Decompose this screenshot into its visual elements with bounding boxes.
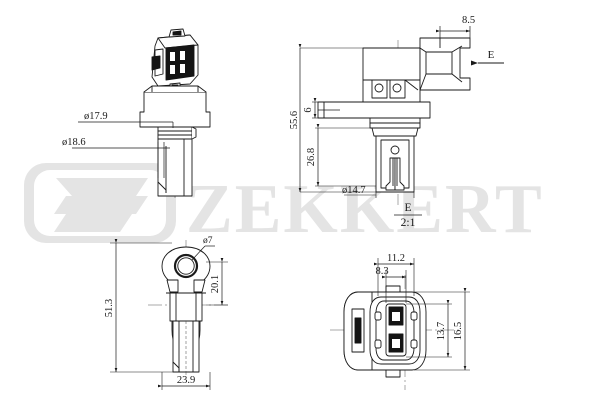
dimension-18-6: ø18.6 [62, 137, 170, 178]
dimension-7: ø7 [191, 236, 215, 261]
dimension-label-8-3: 8.3 [375, 266, 388, 277]
scale-note: E 2:1 [394, 202, 422, 229]
dimension-label-51-3: 51.3 [104, 299, 115, 317]
dimension-label-7: ø7 [203, 236, 213, 246]
view-plan-bracket: ø7 51.3 20.1 23.9 [104, 236, 228, 390]
dimension-label-26-8: 26.8 [306, 148, 317, 166]
dimension-label-13-7: 13.7 [436, 322, 447, 340]
view-side-section: 8.5 55.6 6 26.8 ø14.7 [289, 15, 504, 229]
dimension-label-18-6: ø18.6 [62, 137, 86, 148]
view-arrow-E: E [471, 49, 504, 66]
dimension-8-3: 8.3 [375, 266, 407, 303]
dimension-8-5: 8.5 [435, 15, 475, 38]
view-front-elevation: ø17.9 ø18.6 [62, 28, 211, 200]
dimension-14-7: ø14.7 [342, 185, 415, 198]
dimension-13-7: 13.7 [406, 299, 452, 358]
dimension-label-55-6: 55.6 [289, 111, 300, 129]
scale-note-ratio: 2:1 [401, 217, 416, 229]
dimension-26-8: 26.8 [306, 123, 376, 187]
dimension-label-8-5: 8.5 [462, 15, 475, 26]
connector-housing-3d [151, 28, 199, 91]
dimension-label-23-9: 23.9 [177, 375, 195, 386]
dimension-label-17-9: ø17.9 [84, 111, 108, 122]
dimension-17-9: ø17.9 [78, 111, 174, 128]
dimension-label-14-7: ø14.7 [342, 185, 366, 196]
dimension-23-9: 23.9 [157, 372, 211, 390]
dimension-label-11-2: 11.2 [387, 253, 405, 264]
dimension-label-20-1: 20.1 [210, 275, 221, 293]
dimension-55-6: 55.6 [289, 43, 376, 193]
dimension-20-1: 20.1 [206, 257, 228, 306]
dimension-label-16-5: 16.5 [453, 322, 464, 340]
dimension-16-5: 16.5 [414, 287, 470, 371]
dimension-11-2: 11.2 [373, 253, 415, 296]
dimension-51-3: 51.3 [104, 238, 173, 373]
scale-note-letter: E [404, 202, 411, 214]
dimension-label-6: 6 [303, 107, 314, 112]
dimension-6: 6 [303, 97, 318, 119]
view-connector-face: 11.2 8.3 16.5 13.7 [330, 253, 470, 390]
view-arrow-label-E: E [488, 49, 495, 61]
